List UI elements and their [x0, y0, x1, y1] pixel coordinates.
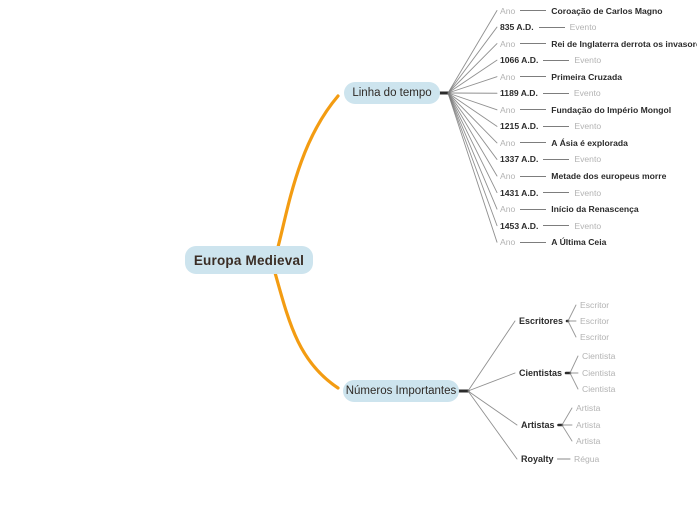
people-leaf-label[interactable]: Cientista — [582, 368, 616, 378]
branch-node-people[interactable]: Números Importantes — [343, 380, 459, 402]
timeline-row-label: Ano — [500, 5, 516, 16]
timeline-row-value: Evento — [574, 55, 602, 66]
timeline-row[interactable]: 1189 A.D. Evento — [500, 87, 601, 100]
timeline-row[interactable]: Ano Início da Renascença — [500, 203, 639, 216]
timeline-row-value: Primeira Cruzada — [551, 71, 622, 82]
timeline-row-value: Metade dos europeus morre — [551, 171, 667, 181]
timeline-row-connector — [520, 208, 547, 210]
people-group-label[interactable]: Royalty — [521, 454, 554, 464]
timeline-row-label: 1215 A.D. — [500, 121, 539, 132]
timeline-row-value: Evento — [574, 187, 602, 198]
branch-curves — [270, 94, 340, 390]
timeline-row[interactable]: 1066 A.D. Evento — [500, 54, 601, 67]
people-leaf-label[interactable]: Régua — [574, 454, 600, 464]
timeline-row-connector — [520, 142, 547, 144]
timeline-row[interactable]: 1337 A.D. Evento — [500, 153, 601, 166]
timeline-row-connector — [543, 59, 570, 61]
people-leaf-label[interactable]: Escritor — [580, 332, 610, 342]
timeline-row-connector — [542, 92, 569, 94]
timeline-row-label: 1337 A.D. — [500, 154, 539, 165]
timeline-row[interactable]: Ano Coroação de Carlos Magno — [500, 4, 663, 17]
people-leaf-label[interactable]: Escritor — [580, 316, 610, 326]
timeline-row-value: Evento — [569, 22, 597, 33]
people-group-label[interactable]: Escritores — [519, 316, 564, 326]
timeline-row-connector — [520, 10, 547, 11]
timeline-row-value: Evento — [574, 220, 602, 231]
branch-node-timeline[interactable]: Linha do tempo — [344, 82, 440, 104]
people-group-label[interactable]: Artistas — [521, 420, 555, 430]
timeline-row[interactable]: Ano A Última Ceia — [500, 236, 606, 249]
timeline-row-value: Fundação do Império Mongol — [551, 104, 672, 115]
timeline-row-connector — [538, 26, 565, 28]
people-leaf-label[interactable]: Artista — [576, 436, 601, 446]
timeline-row-connector — [520, 175, 547, 177]
people-group-label[interactable]: Cientistas — [519, 368, 563, 378]
timeline-row-label: Ano — [500, 38, 516, 49]
people-subfan-lines — [556, 304, 579, 460]
timeline-row-connector — [520, 241, 547, 243]
timeline-row[interactable]: 1215 A.D. Evento — [500, 120, 601, 133]
timeline-row-label: Ano — [500, 104, 516, 115]
timeline-row[interactable]: 1453 A.D. Evento — [500, 219, 601, 232]
timeline-fan-lines — [438, 10, 498, 243]
timeline-row-value: Rei de Inglaterra derrota os invasores — [551, 38, 697, 49]
timeline-row-value: Evento — [574, 121, 602, 132]
timeline-row[interactable]: 835 A.D. Evento — [500, 21, 596, 34]
timeline-row-connector — [543, 225, 570, 227]
timeline-row-value: Início da Renascença — [551, 204, 639, 215]
timeline-row[interactable]: Ano Metade dos europeus morre — [500, 170, 666, 183]
people-fan-lines — [457, 320, 518, 460]
timeline-row-label: 1431 A.D. — [500, 187, 539, 198]
timeline-row-connector — [543, 192, 570, 194]
timeline-row[interactable]: Ano Primeira Cruzada — [500, 70, 622, 83]
people-leaf-label[interactable]: Escritor — [580, 300, 610, 310]
timeline-row-label: 835 A.D. — [500, 22, 534, 33]
timeline-row-label: 1189 A.D. — [500, 88, 538, 99]
root-node-label: Europa Medieval — [193, 252, 305, 268]
timeline-row-connector — [520, 109, 547, 111]
timeline-row-value: A Ásia é explorada — [551, 137, 628, 148]
timeline-row-connector — [543, 158, 570, 160]
timeline-row-label: Ano — [500, 171, 516, 181]
timeline-row-value: A Última Ceia — [551, 237, 607, 248]
timeline-row-label: 1066 A.D. — [500, 55, 539, 66]
branch-node-people-label: Números Importantes — [345, 385, 457, 397]
root-node[interactable]: Europa Medieval — [185, 246, 313, 274]
people-leaf-label[interactable]: Artista — [576, 403, 601, 413]
timeline-row[interactable]: Ano A Ásia é explorada — [500, 136, 628, 149]
timeline-row-connector — [520, 43, 547, 45]
timeline-row[interactable]: Ano Rei de Inglaterra derrota os invasore… — [500, 37, 697, 50]
timeline-row[interactable]: 1431 A.D. Evento — [500, 186, 601, 199]
timeline-row-value: Evento — [573, 88, 601, 99]
timeline-row-connector — [543, 125, 570, 127]
timeline-row-value: Coroação de Carlos Magno — [551, 5, 663, 16]
timeline-row-label: Ano — [500, 237, 516, 248]
people-leaf-label[interactable]: Artista — [576, 420, 601, 430]
timeline-row-label: Ano — [500, 204, 516, 215]
people-leaf-label[interactable]: Cientista — [582, 351, 616, 361]
timeline-row[interactable]: Ano Fundação do Império Mongol — [500, 103, 671, 116]
people-leaf-label[interactable]: Cientista — [582, 384, 616, 394]
timeline-row-label: 1453 A.D. — [500, 220, 539, 231]
timeline-row-connector — [520, 76, 547, 78]
branch-node-timeline-label: Linha do tempo — [352, 87, 432, 99]
timeline-row-label: Ano — [500, 137, 516, 148]
timeline-row-label: Ano — [500, 71, 516, 82]
timeline-row-value: Evento — [574, 154, 602, 165]
